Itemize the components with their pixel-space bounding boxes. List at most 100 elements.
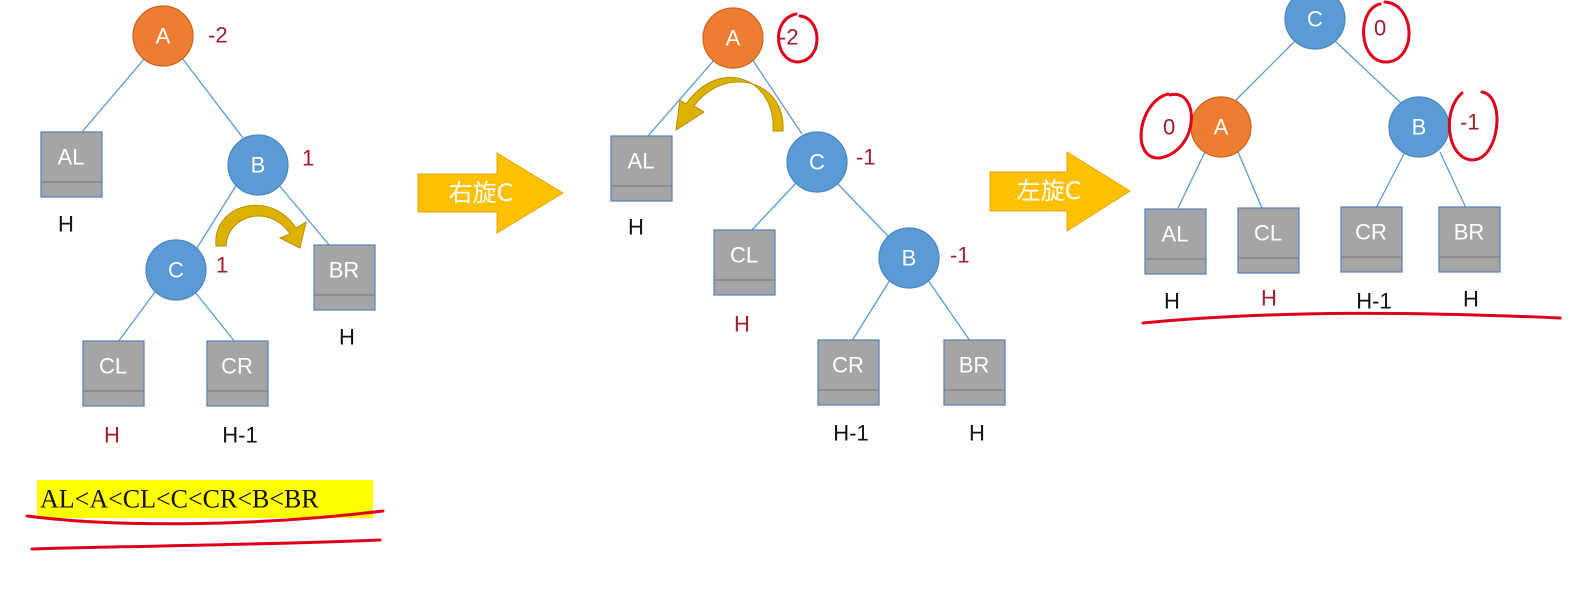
tree1-leaf-cl-height: H bbox=[104, 423, 120, 448]
tree-1: A -2 B 1 C 1 AL H BR H CL bbox=[40, 5, 376, 448]
tree3-leaf-al: AL bbox=[1144, 208, 1207, 275]
edge-b-br bbox=[277, 183, 331, 247]
edge2-c-b bbox=[835, 181, 889, 237]
tree2-leaf-al: AL bbox=[610, 135, 673, 202]
tree2-node-c: C bbox=[786, 131, 848, 193]
tree1-node-a-label: A bbox=[156, 24, 171, 49]
right-arrow-icon-1 bbox=[417, 152, 564, 234]
tree1-leaf-al: AL bbox=[40, 131, 103, 198]
tree1-rotate-right-arrow-icon bbox=[215, 204, 307, 249]
tree2-leaf-br: BR bbox=[943, 339, 1006, 406]
tree1-leaf-cr-height: H-1 bbox=[222, 423, 257, 448]
tree2-node-c-balance: -1 bbox=[856, 145, 876, 170]
tree2-node-b-balance: -1 bbox=[950, 243, 970, 268]
tree1-leaf-cl: CL bbox=[82, 340, 145, 407]
rotate-right-c-label: 右旋C bbox=[449, 179, 514, 207]
edge-b-c bbox=[196, 183, 238, 249]
edge-c-cr bbox=[194, 291, 236, 343]
tree3-b-balance-circle bbox=[1447, 90, 1499, 162]
edge2-a-c bbox=[751, 58, 803, 135]
tree3-node-b-label: B bbox=[1412, 115, 1427, 140]
edge3-b-br bbox=[1439, 151, 1467, 209]
edge-a-al bbox=[81, 57, 146, 133]
tree3-node-c-balance: 0 bbox=[1374, 16, 1386, 41]
tree1-leaf-br-label: BR bbox=[329, 258, 360, 283]
edge2-a-al bbox=[647, 58, 716, 137]
tree3-leaf-br-label: BR bbox=[1454, 220, 1485, 245]
tree3-node-c-label: C bbox=[1307, 7, 1323, 32]
tree3-leaf-cr-height: H-1 bbox=[1356, 289, 1391, 314]
tree1-node-b: B bbox=[227, 134, 289, 196]
key-ordering-text: AL<A<CL<C<CR<B<BR bbox=[40, 485, 319, 514]
tree2-node-a-balance: -2 bbox=[779, 25, 799, 50]
tree2-node-a: A bbox=[702, 7, 764, 69]
tree2-leaf-cr-height: H-1 bbox=[833, 421, 868, 446]
tree2-node-a-label: A bbox=[726, 26, 741, 51]
tree2-leaf-cr-label: CR bbox=[832, 353, 864, 378]
tree1-leaf-cl-label: CL bbox=[99, 354, 127, 379]
tree3-leaf-cr: CR bbox=[1340, 206, 1403, 273]
tree1-leaf-cr-label: CR bbox=[221, 354, 253, 379]
tree3-leaf-cl: CL bbox=[1237, 207, 1300, 274]
tree3-node-b: B bbox=[1388, 96, 1450, 158]
edge3-a-al bbox=[1177, 151, 1206, 209]
tree3-leaf-cl-height: H bbox=[1261, 286, 1277, 311]
tree2-leaf-cl-label: CL bbox=[730, 243, 758, 268]
tree3-node-a-balance: 0 bbox=[1163, 115, 1175, 140]
tree3-node-a: A bbox=[1190, 96, 1252, 158]
tree-2: A -2 C -1 B -1 AL H CL H bbox=[610, 7, 1006, 446]
tree3-leaf-cl-label: CL bbox=[1254, 221, 1282, 246]
edge3-b-cr bbox=[1375, 151, 1406, 209]
edge2-c-cl bbox=[751, 181, 798, 231]
tree1-node-c-label: C bbox=[168, 258, 184, 283]
tree3-leaf-br: BR bbox=[1438, 206, 1501, 273]
tree3-leaf-al-height: H bbox=[1164, 289, 1180, 314]
edge2-b-br bbox=[927, 279, 971, 342]
key-ordering: AL<A<CL<C<CR<B<BR bbox=[25, 480, 385, 551]
tree1-node-b-label: B bbox=[251, 153, 266, 178]
tree3-node-b-balance: -1 bbox=[1460, 110, 1480, 135]
tree-3: C 0 A 0 B -1 AL H CL H C bbox=[1139, 0, 1562, 325]
tree1-node-a-balance: -2 bbox=[208, 23, 228, 48]
tree2-node-b-label: B bbox=[902, 246, 917, 271]
tree1-leaf-br-height: H bbox=[339, 325, 355, 350]
tree2-a-balance-circle bbox=[777, 12, 819, 64]
tree3-leaf-cr-label: CR bbox=[1355, 220, 1387, 245]
tree2-rotate-left-arrow-icon bbox=[675, 77, 784, 132]
edge3-c-b bbox=[1333, 39, 1403, 105]
right-arrow-icon-2 bbox=[989, 151, 1131, 232]
edge-c-cl bbox=[117, 291, 156, 343]
tree2-leaf-al-height: H bbox=[628, 215, 644, 240]
edge2-b-cr bbox=[851, 279, 891, 342]
ordering-underline-1 bbox=[25, 509, 385, 526]
tree1-leaf-br: BR bbox=[313, 244, 376, 311]
tree2-leaf-al-label: AL bbox=[628, 149, 655, 174]
ordering-underline-2 bbox=[30, 538, 382, 551]
tree3-node-c: C bbox=[1284, 0, 1346, 50]
tree3-height-underline bbox=[1141, 311, 1562, 325]
edge3-a-cl bbox=[1237, 151, 1263, 209]
tree1-node-b-balance: 1 bbox=[302, 146, 314, 171]
tree1-leaf-al-height: H bbox=[58, 212, 74, 237]
tree2-node-c-label: C bbox=[809, 150, 825, 175]
tree3-node-a-label: A bbox=[1214, 115, 1229, 140]
rotate-right-c-arrow: 右旋C bbox=[417, 152, 564, 234]
edge3-c-a bbox=[1233, 39, 1297, 103]
tree1-leaf-al-label: AL bbox=[58, 145, 85, 170]
tree2-leaf-cr: CR bbox=[817, 339, 880, 406]
tree3-a-balance-circle bbox=[1139, 92, 1193, 160]
tree3-c-balance-circle bbox=[1362, 0, 1411, 64]
edge-a-b bbox=[181, 57, 244, 139]
tree1-node-a: A bbox=[132, 5, 194, 67]
tree3-leaf-br-height: H bbox=[1463, 287, 1479, 312]
tree1-leaf-cr: CR bbox=[206, 340, 269, 407]
rotate-left-c-label: 左旋C bbox=[1017, 177, 1082, 205]
tree1-node-c-balance: 1 bbox=[216, 253, 228, 278]
tree2-leaf-br-height: H bbox=[969, 421, 985, 446]
tree2-leaf-br-label: BR bbox=[959, 353, 990, 378]
tree1-node-c: C bbox=[145, 239, 207, 301]
tree2-leaf-cl: CL bbox=[713, 229, 776, 296]
tree2-node-b: B bbox=[878, 227, 940, 289]
rotate-left-c-arrow: 左旋C bbox=[989, 151, 1131, 232]
